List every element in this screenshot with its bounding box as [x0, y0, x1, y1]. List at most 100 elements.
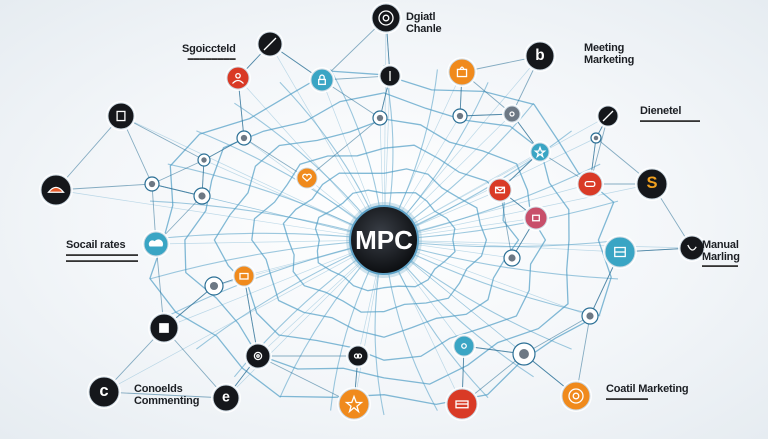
node-inner-dark2	[244, 342, 272, 370]
heart-icon	[302, 173, 312, 182]
c-icon: c	[99, 382, 108, 400]
box-icon	[532, 214, 540, 222]
user-icon	[232, 72, 244, 84]
minor-node	[193, 187, 211, 205]
b-icon: b	[535, 47, 544, 64]
camera-icon	[509, 111, 515, 117]
minor-node	[512, 342, 536, 366]
label-title: Conoelds	[134, 383, 183, 395]
connector-line	[383, 239, 621, 253]
minor-node	[372, 110, 388, 126]
node-right-teal	[603, 235, 637, 269]
label-digital-channels: Dgiatl Chanle	[406, 11, 442, 35]
node-right-dark3	[678, 234, 706, 262]
svg-text:c: c	[99, 382, 108, 400]
node-spec-dark	[256, 30, 284, 58]
label-title: Socail rates	[66, 239, 126, 251]
sun-icon	[461, 343, 467, 349]
node-bot-dark2: e	[211, 383, 241, 413]
svg-text:e: e	[222, 390, 230, 406]
link-icon	[353, 353, 363, 359]
minor-node	[503, 249, 521, 267]
connector-line	[257, 355, 355, 405]
connector-line	[383, 183, 653, 241]
connector-line	[120, 115, 205, 161]
connector-line	[120, 115, 385, 241]
connector-line	[103, 391, 227, 399]
at-icon	[378, 10, 394, 26]
node-top-orange	[447, 57, 477, 87]
label-social-rates: Socail rates ▬▬▬▬▬▬▬▬▬▬▬▬ ▬▬▬▬▬▬▬▬▬▬▬▬	[66, 239, 138, 264]
connector-line	[383, 17, 387, 241]
connector-line	[383, 55, 541, 241]
hand-icon	[47, 186, 65, 193]
label-title: Meeting	[584, 42, 625, 54]
bag-icon	[456, 66, 468, 78]
connector-line	[163, 239, 385, 329]
web-ring	[184, 92, 570, 385]
connector-line	[225, 239, 385, 399]
web-ring	[314, 189, 456, 292]
minor-node	[197, 153, 211, 167]
connector-line	[151, 159, 205, 185]
connector-line	[383, 239, 591, 317]
label-meeting-marketing: Meeting Marketing	[584, 42, 634, 66]
connector-line	[306, 117, 381, 179]
node-meet-dark: b	[524, 40, 556, 72]
pen-icon	[263, 37, 277, 51]
label-subtitle: Commenting	[134, 394, 200, 407]
node-top-dark	[370, 2, 402, 34]
connector-line	[155, 239, 385, 245]
node-right-dark2: S	[635, 167, 669, 201]
label-diemetal: Dienetel ▬▬▬▬▬▬▬▬▬▬	[640, 105, 700, 124]
svg-text:S: S	[646, 174, 657, 192]
node-inner-teal2	[452, 334, 476, 358]
node-inner-teal1	[529, 141, 551, 163]
label-subtitle: Chanle	[406, 22, 442, 35]
label-content-marketing: Coatil Marketing ▬▬▬▬▬▬▬	[606, 383, 689, 402]
gear-icon	[253, 351, 263, 361]
label-title: Manual	[702, 239, 739, 251]
connector-line	[269, 43, 385, 241]
connector-line	[383, 239, 693, 249]
node-inner-red	[487, 177, 513, 203]
connector-line	[203, 137, 245, 161]
label-manual-marketing: Manual Marling ▬▬▬▬▬▬	[702, 239, 740, 270]
node-layer: b c e S	[39, 2, 706, 421]
minor-node	[204, 276, 224, 296]
node-inner-dark1	[346, 344, 370, 368]
label-title: Coatil Marketing	[606, 383, 689, 395]
connector-line	[523, 315, 591, 355]
node-bot-red	[445, 387, 479, 421]
cart-icon	[455, 400, 469, 409]
node-mid-grey-tr	[502, 104, 522, 124]
node-inner-orange1	[295, 166, 319, 190]
star-icon	[533, 145, 547, 159]
label-subtitle: Marling	[702, 250, 740, 263]
web-ring	[282, 168, 488, 313]
node-bot-orange	[337, 387, 371, 421]
node-top-teal	[309, 67, 335, 93]
node-bot-dark1: c	[87, 375, 121, 409]
connector-line	[55, 189, 385, 241]
node-left-teal	[142, 230, 170, 258]
node-top-dark2	[378, 64, 402, 88]
cup-icon	[159, 323, 169, 333]
label-title: Sgoiccteld	[182, 43, 236, 55]
node-bot-orange2	[560, 380, 592, 412]
e-icon: e	[222, 390, 230, 406]
star-icon	[344, 394, 364, 414]
at-icon	[568, 388, 584, 404]
pen-icon	[602, 110, 614, 122]
grid-icon	[614, 246, 626, 258]
connector-line	[237, 77, 385, 241]
node-right-pink	[523, 205, 549, 231]
svg-text:b: b	[535, 47, 544, 64]
label-title: Dgiatl	[406, 11, 436, 23]
doc-icon	[116, 110, 126, 122]
web-ring	[251, 144, 520, 338]
cloud-icon	[148, 239, 164, 247]
node-left-dark1	[106, 101, 136, 131]
phone-icon	[687, 244, 697, 251]
